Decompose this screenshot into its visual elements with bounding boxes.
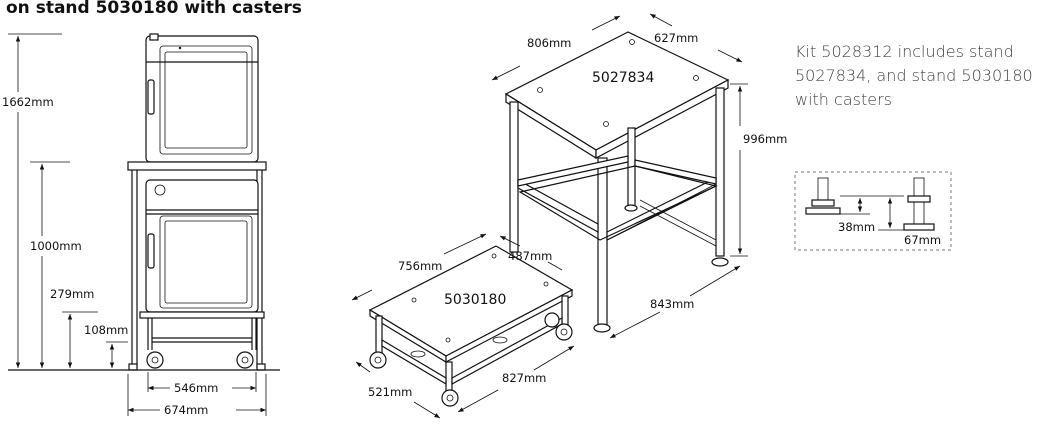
dim-height-lower-stand: 279mm [50,287,94,301]
kit-description: Kit 5028312 includes stand 5027834, and … [795,42,1033,109]
dim-caster-length: 827mm [502,371,546,385]
dim-width-inner: 546mm [174,381,218,395]
dim-width-outer: 674mm [164,403,208,417]
dim-caster-height: 521mm [368,385,412,399]
foot-detail: 38mm 67mm [794,171,952,251]
caster-stand-model: 5030180 [444,292,506,308]
dim-caster-width: 756mm [398,259,442,273]
tall-stand-drawing: 5027834 [504,31,730,333]
caster-stand-drawing: 5030180 [368,245,574,407]
front-view-drawing [8,33,280,371]
front-view-dimensions: 1662mm 1000mm 279mm 108mm 546mm 674mm [2,33,267,417]
dim-tall-depth: 627mm [654,31,698,45]
dim-foot-a: 38mm [838,220,875,234]
dim-tall-height: 996mm [743,132,787,146]
dim-height-stand: 1000mm [30,239,82,253]
tall-stand-model: 5027834 [592,70,654,86]
caster-stand-dimensions: 756mm 487mm 521mm 827mm [351,233,575,419]
dim-caster-depth: 487mm [508,249,552,263]
dim-height-base: 108mm [84,323,128,337]
dim-tall-width: 806mm [527,36,571,50]
dim-tall-length: 843mm [650,297,694,311]
dim-height-total: 1662mm [2,95,54,109]
dim-foot-b: 67mm [904,233,941,247]
tall-stand-dimensions: 806mm 627mm 996mm 843mm [491,13,787,339]
diagram-title: on stand 5030180 with casters [6,0,302,18]
